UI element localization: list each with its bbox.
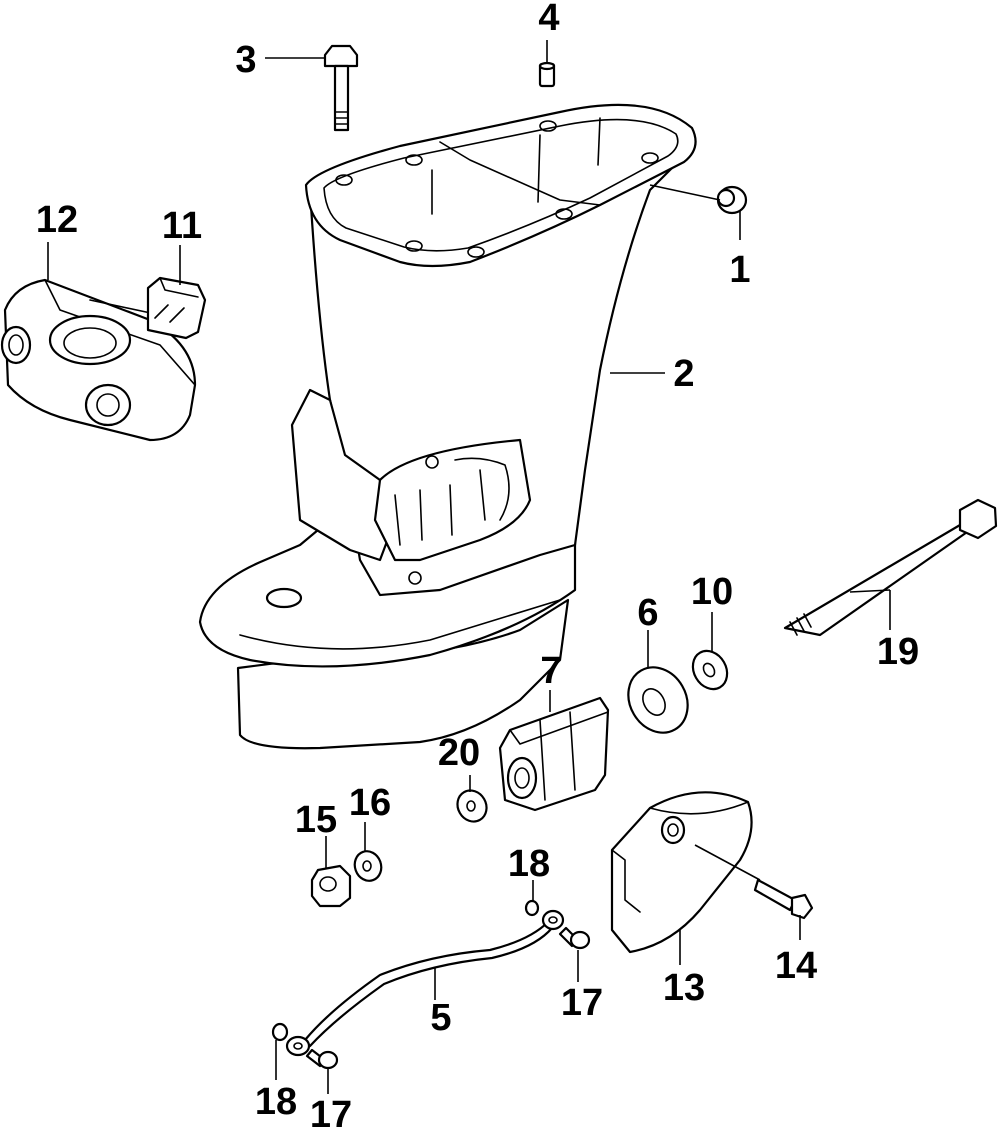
lead-washer-upper (524, 899, 540, 917)
callout-numbers: 1 2 3 4 5 6 7 10 11 12 13 14 15 16 17 17… (36, 0, 919, 1129)
cover-screw (753, 878, 814, 920)
callout-10: 10 (691, 571, 733, 613)
housing-bolt (323, 44, 359, 132)
callout-11: 11 (162, 205, 202, 247)
callout-3: 3 (235, 39, 256, 81)
callout-18-upper: 18 (508, 843, 550, 885)
lead-screw-upper (558, 926, 591, 950)
callout-17-lower: 17 (310, 1094, 352, 1129)
callout-19: 19 (877, 631, 919, 673)
spring-washer (353, 850, 383, 882)
anode-cover (610, 791, 753, 954)
small-washer (691, 649, 729, 691)
callout-12: 12 (36, 199, 78, 241)
callout-5: 5 (430, 997, 451, 1039)
long-bolt (783, 498, 998, 637)
drain-plug (716, 185, 748, 215)
flat-washer (456, 789, 488, 823)
callout-4: 4 (538, 0, 559, 39)
callout-6: 6 (637, 592, 658, 634)
callout-17-upper: 17 (561, 982, 603, 1024)
callout-1: 1 (729, 249, 750, 291)
dowel-pin (538, 61, 556, 88)
rubber-mount (498, 696, 610, 812)
lead-screw-lower (305, 1048, 339, 1070)
callout-20: 20 (438, 732, 480, 774)
lead-washer-lower (271, 1022, 289, 1042)
rubber-pad (146, 276, 207, 340)
drive-shaft-housing (198, 103, 697, 750)
nut (310, 864, 352, 908)
callout-18-lower: 18 (255, 1081, 297, 1123)
callout-13: 13 (663, 967, 705, 1009)
ground-lead (285, 909, 565, 1057)
callout-16: 16 (349, 782, 391, 824)
callout-14: 14 (775, 945, 817, 987)
callout-7: 7 (540, 650, 561, 692)
large-washer (627, 666, 689, 734)
callout-2: 2 (673, 353, 694, 395)
callout-15: 15 (295, 799, 337, 841)
leader-lines (47, 40, 891, 1094)
